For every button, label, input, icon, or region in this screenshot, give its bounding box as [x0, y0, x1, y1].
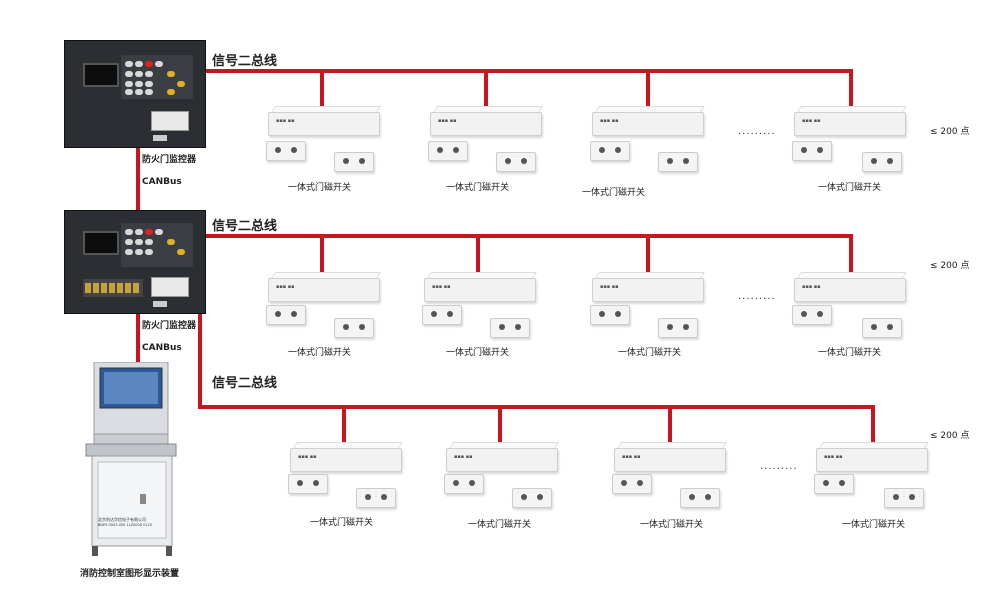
bus-3-label: 信号二总线: [212, 376, 278, 391]
bus-2-trunk: [205, 234, 853, 238]
switch-magnet-r3-1a: [288, 474, 328, 494]
bus-1-drop-1: [320, 69, 324, 113]
switch-magnet-r3-3b: [680, 488, 720, 508]
switch-label-r3-2: 一体式门磁开关: [468, 520, 532, 530]
switch-label-r2-2: 一体式门磁开关: [446, 348, 510, 358]
switch-rail-r2-1: ▪▪▪ ▪▪: [268, 272, 381, 302]
ellipsis-r1: ·········: [738, 129, 776, 140]
bus-3-drop-1: [342, 405, 346, 449]
bus-1-label: 信号二总线: [212, 54, 278, 69]
switch-label-r1-1: 一体式门磁开关: [288, 183, 352, 193]
switch-rail-r2-3: ▪▪▪ ▪▪: [592, 272, 705, 302]
bus-3-drop-2: [498, 405, 502, 449]
switch-magnet-r3-4b: [884, 488, 924, 508]
switch-magnet-r2-4b: [862, 318, 902, 338]
switch-magnet-r2-3a: [590, 305, 630, 325]
switch-magnet-r3-1b: [356, 488, 396, 508]
capacity-label-r2: ≤ 200 点: [930, 261, 970, 271]
cabinet-drawing: [85, 361, 177, 556]
controller-logo: [153, 301, 167, 307]
bus-3-drop-3: [668, 405, 672, 449]
canbus-wire-1: [136, 147, 140, 211]
switch-label-r3-4: 一体式门磁开关: [842, 520, 906, 530]
switch-magnet-r3-4a: [814, 474, 854, 494]
switch-magnet-r3-2b: [512, 488, 552, 508]
bus-3-drop-4: [871, 405, 875, 449]
fire-door-controller-2: [64, 210, 206, 314]
controller-1-canbus-label: CANBus: [142, 177, 182, 187]
cabinet-nameplate-line2: BDPS 0003-000 1LZ0000 0125: [98, 523, 153, 527]
bus-2-label: 信号二总线: [212, 219, 278, 234]
bus-2-drop-1: [320, 234, 324, 278]
bus-3-trunk: [198, 405, 874, 409]
capacity-label-r1: ≤ 200 点: [930, 127, 970, 137]
bus-1-drop-4: [849, 69, 853, 113]
switch-magnet-r1-4a: [792, 141, 832, 161]
controller-2-label: 防火门监控器: [142, 321, 197, 331]
controller-1-label: 防火门监控器: [142, 155, 197, 165]
controller-printer: [151, 111, 189, 131]
switch-magnet-r1-3b: [658, 152, 698, 172]
bus-3-riser: [198, 234, 202, 409]
bus-1-drop-3: [646, 69, 650, 113]
switch-rail-r3-2: ▪▪▪ ▪▪: [446, 442, 559, 472]
switch-magnet-r2-1a: [266, 305, 306, 325]
switch-rail-r1-4: ▪▪▪ ▪▪: [794, 106, 907, 136]
switch-rail-r2-2: ▪▪▪ ▪▪: [424, 272, 537, 302]
switch-magnet-r1-1a: [266, 141, 306, 161]
switch-label-r2-1: 一体式门磁开关: [288, 348, 352, 358]
bus-1-trunk: [205, 69, 853, 73]
controller-printer: [151, 277, 189, 297]
switch-label-r2-4: 一体式门磁开关: [818, 348, 882, 358]
controller-screen: [83, 231, 119, 255]
switch-rail-r3-1: ▪▪▪ ▪▪: [290, 442, 403, 472]
ellipsis-r3: ·········: [760, 464, 798, 475]
switch-rail-r3-3: ▪▪▪ ▪▪: [614, 442, 727, 472]
bus-2-drop-2: [476, 234, 480, 278]
controller-screen: [83, 63, 119, 87]
switch-label-r3-3: 一体式门磁开关: [640, 520, 704, 530]
switch-magnet-r2-1b: [334, 318, 374, 338]
switch-label-r1-4: 一体式门磁开关: [818, 183, 882, 193]
fire-door-controller-1: [64, 40, 206, 148]
switch-rail-r1-3: ▪▪▪ ▪▪: [592, 106, 705, 136]
switch-magnet-r3-2a: [444, 474, 484, 494]
switch-magnet-r3-3a: [612, 474, 652, 494]
switch-label-r1-2: 一体式门磁开关: [446, 183, 510, 193]
switch-magnet-r1-3a: [590, 141, 630, 161]
switch-label-r1-3: 一体式门磁开关: [582, 188, 646, 198]
switch-magnet-r2-2a: [422, 305, 462, 325]
switch-magnet-r2-3b: [658, 318, 698, 338]
cabinet-nameplate-line1: 北京利达华信电子有限公司: [98, 517, 146, 522]
switch-rail-r3-4: ▪▪▪ ▪▪: [816, 442, 929, 472]
canbus-wire-2: [136, 312, 140, 364]
switch-magnet-r2-4a: [792, 305, 832, 325]
switch-magnet-r1-2b: [496, 152, 536, 172]
ellipsis-r2: ·········: [738, 294, 776, 305]
switch-magnet-r1-1b: [334, 152, 374, 172]
graphic-display-cabinet: [80, 361, 180, 558]
controller-led-strip: [83, 279, 143, 297]
controller-logo: [153, 135, 167, 141]
bus-1-drop-2: [484, 69, 488, 113]
controller-keypad: [121, 55, 193, 99]
controller-2-canbus-label: CANBus: [142, 343, 182, 353]
switch-magnet-r1-2a: [428, 141, 468, 161]
switch-label-r2-3: 一体式门磁开关: [618, 348, 682, 358]
controller-keypad: [121, 223, 193, 267]
switch-magnet-r2-2b: [490, 318, 530, 338]
switch-rail-r1-1: ▪▪▪ ▪▪: [268, 106, 381, 136]
bus-2-drop-3: [646, 234, 650, 278]
switch-rail-r2-4: ▪▪▪ ▪▪: [794, 272, 907, 302]
switch-label-r3-1: 一体式门磁开关: [310, 518, 374, 528]
capacity-label-r3: ≤ 200 点: [930, 431, 970, 441]
graphic-display-label: 消防控制室图形显示装置: [80, 569, 180, 579]
bus-2-drop-4: [849, 234, 853, 278]
switch-rail-r1-2: ▪▪▪ ▪▪: [430, 106, 543, 136]
switch-magnet-r1-4b: [862, 152, 902, 172]
